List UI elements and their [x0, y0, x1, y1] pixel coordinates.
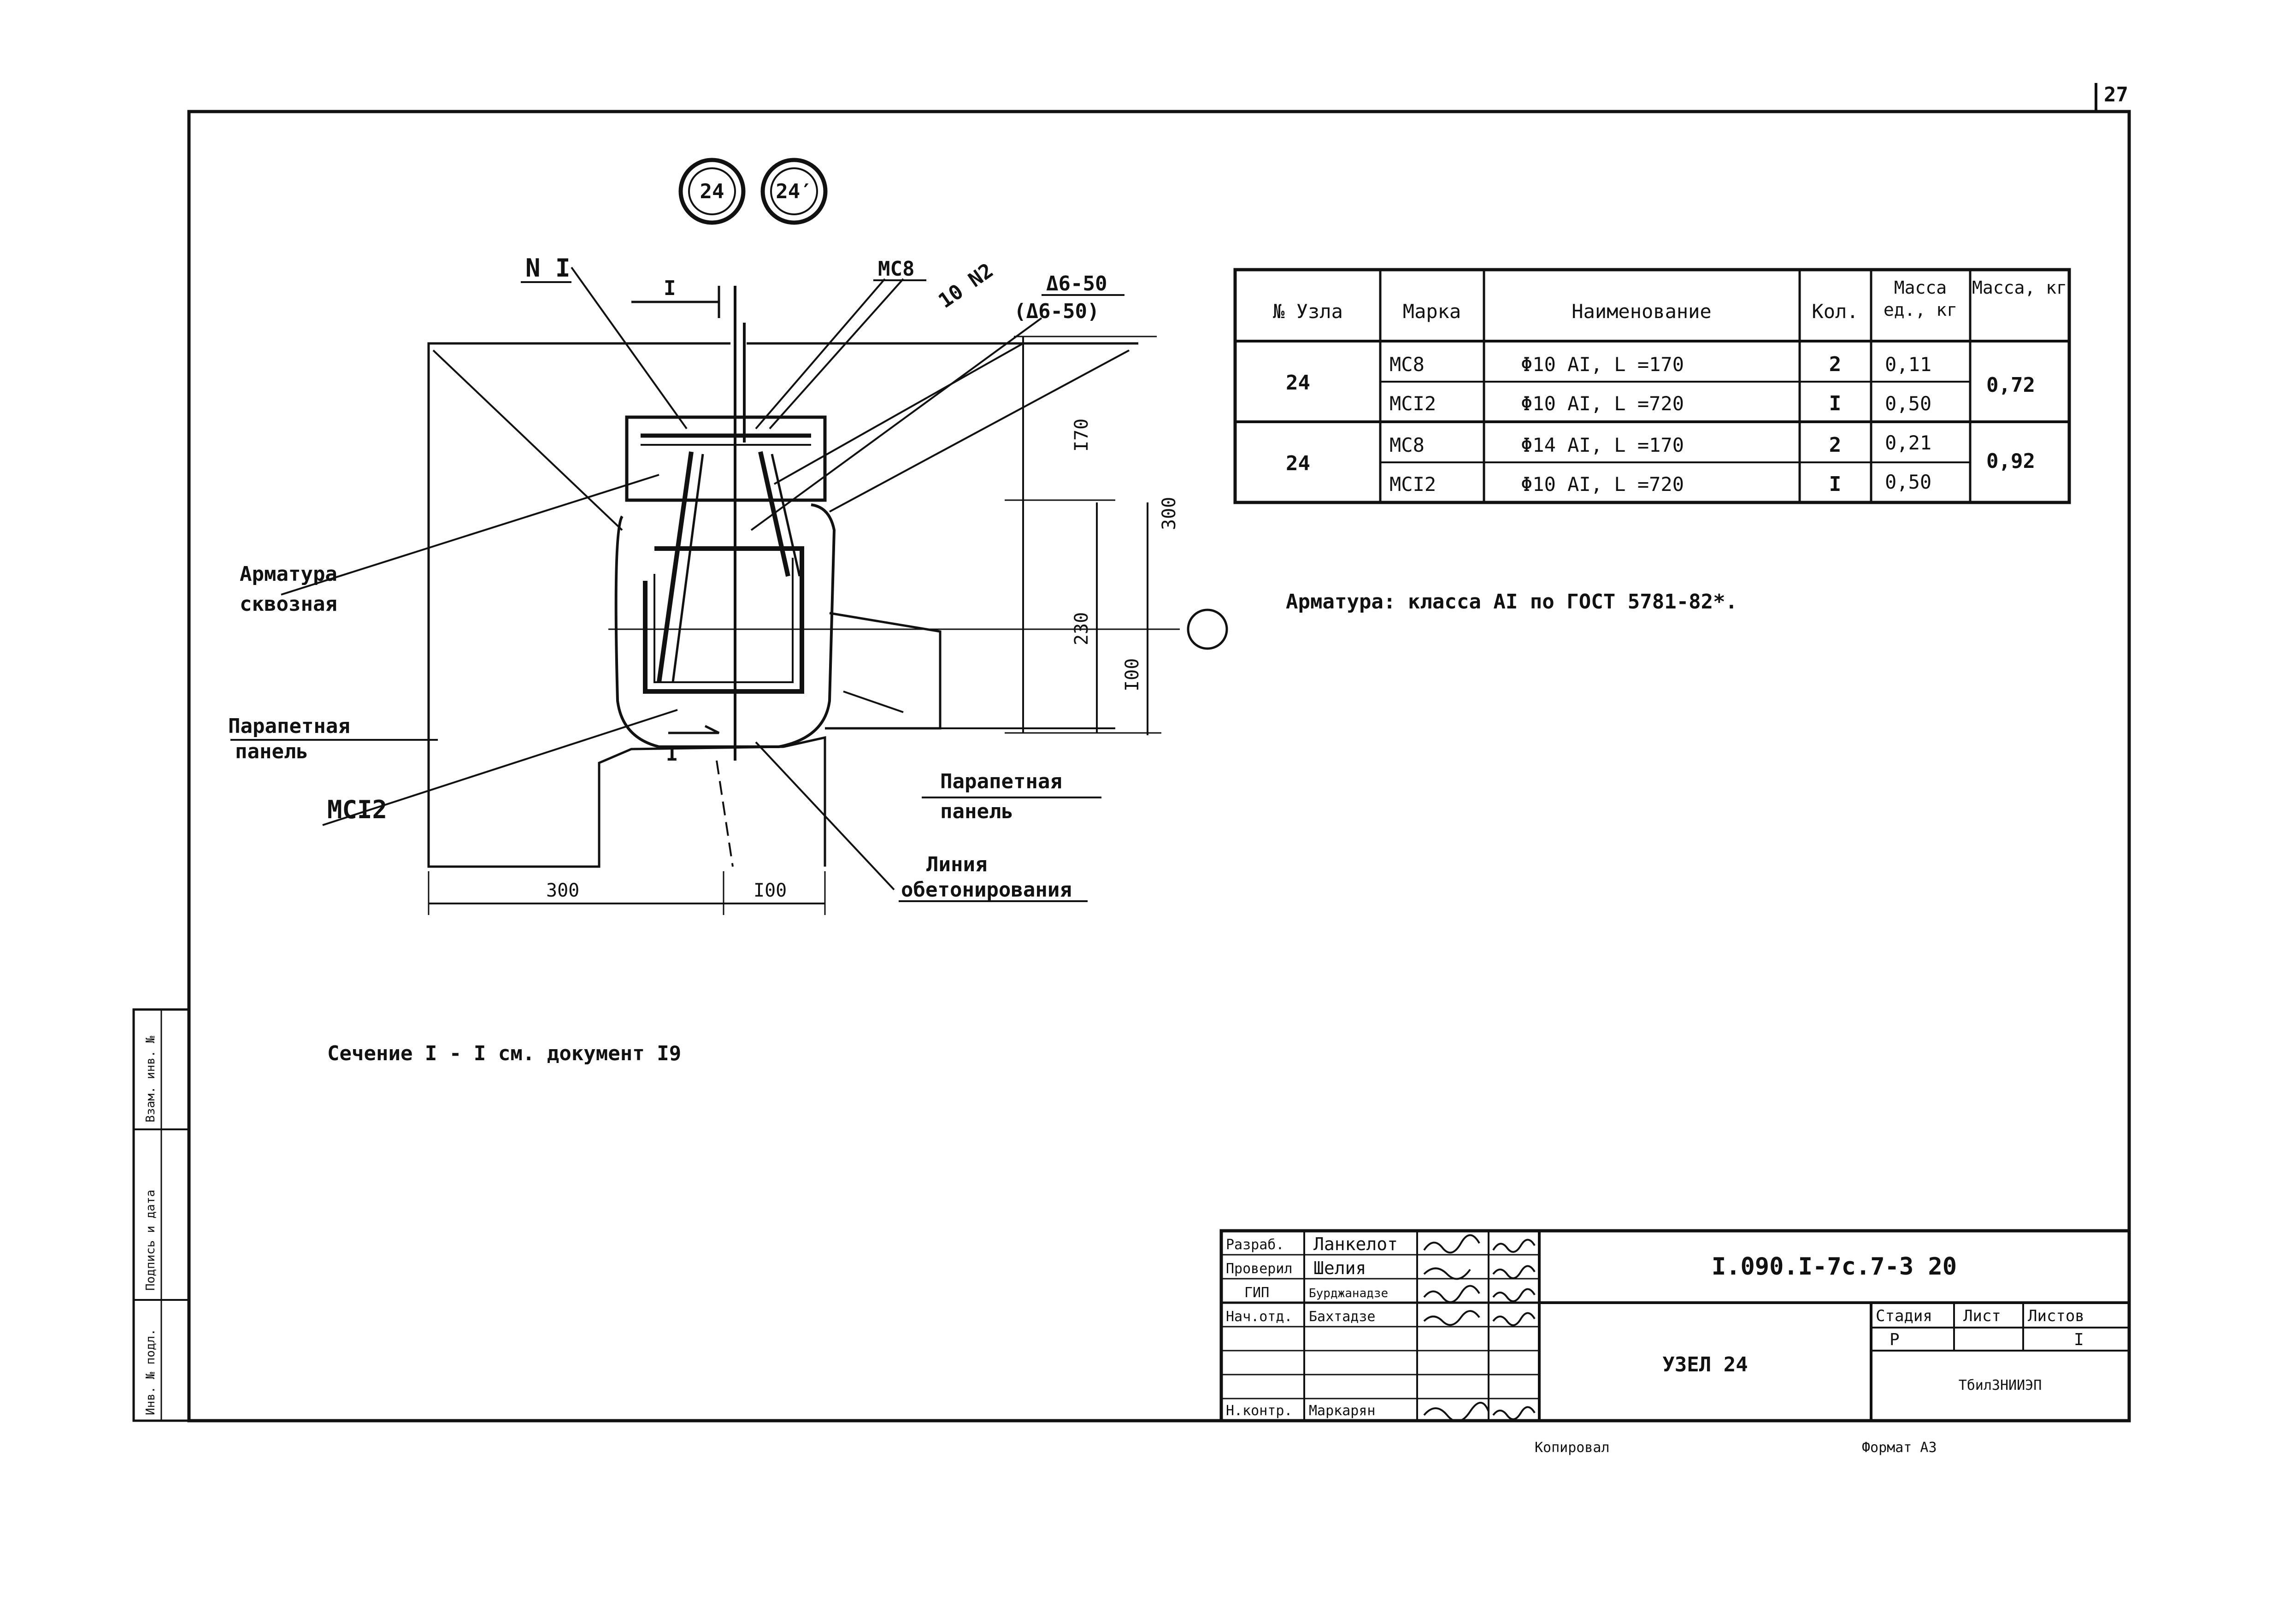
- sheet-number: 27: [2104, 83, 2128, 106]
- label-weld-2: (Δ6-50): [1014, 300, 1099, 323]
- cell-mark: MCI2: [1389, 473, 1436, 496]
- dim-300-h: 300: [546, 880, 579, 901]
- tb-stage: Р: [1890, 1330, 1900, 1349]
- cell-total: 0,72: [1986, 373, 2035, 397]
- detail-circle: [1187, 608, 1228, 650]
- concrete-body: [614, 503, 836, 748]
- cell-unit-mass: 0,21: [1885, 431, 1931, 454]
- side-stamp: Инв. № подл. Подпись и дата Взам. инв. №: [132, 1008, 190, 1422]
- tb-name: Бурджанадзе: [1309, 1287, 1388, 1300]
- tb-role: Н.контр.: [1226, 1403, 1293, 1419]
- note-armatura: Арматура: класса AI по ГОСТ 5781-82*.: [1286, 590, 1737, 614]
- tb-title: УЗЕЛ 24: [1662, 1353, 1748, 1376]
- cell-name: Φ10 AI, L =170: [1521, 353, 1684, 376]
- signatures: [1423, 1234, 1536, 1423]
- tb-role: Нач.отд.: [1226, 1309, 1293, 1325]
- label-n2: 10 N2: [934, 259, 998, 313]
- dim-170: I70: [1071, 419, 1092, 452]
- cell-unit-mass: 0,11: [1885, 353, 1931, 376]
- cell-mark: MCI2: [1389, 392, 1436, 415]
- label-concrete-1: Линия: [926, 853, 987, 876]
- label-armatura-2: сквозная: [240, 592, 337, 616]
- dim-230: 230: [1071, 612, 1092, 645]
- left-parapet-panel: [427, 342, 826, 868]
- cell-mark: MC8: [1389, 434, 1425, 456]
- dim-300: 300: [1159, 497, 1180, 530]
- tb-name: Маркарян: [1309, 1403, 1376, 1419]
- side-stamp-inv: Инв. № подл.: [144, 1328, 158, 1415]
- side-stamp-vzam: Взам. инв. №: [144, 1036, 158, 1122]
- cell-qty: 2: [1829, 433, 1842, 457]
- tb-name: Шелия: [1313, 1258, 1366, 1278]
- th-unit-mass: Масса ед., кг: [1883, 277, 1958, 320]
- tb-sheets-header: Листов: [2028, 1307, 2084, 1325]
- tb-code: I.090.I-7с.7-3 20: [1712, 1253, 1957, 1281]
- tb-role: Проверил: [1226, 1261, 1293, 1277]
- drawing-labels: N I I MC8 10 N2 Δ6-50 (Δ6-50) Арматура с…: [228, 254, 1180, 902]
- svg-text:24′: 24′: [776, 180, 812, 203]
- drawing-frame: [187, 110, 2131, 1423]
- label-weld-1: Δ6-50: [1046, 272, 1107, 295]
- cell-name: Φ14 AI, L =170: [1521, 434, 1684, 456]
- footer-format: Формат А3: [1862, 1440, 1937, 1456]
- th-total-mass: Масса, кг: [1972, 277, 2067, 298]
- tb-sheets: I: [2074, 1330, 2084, 1349]
- cell-qty: 2: [1829, 353, 1842, 376]
- cell-name: Φ10 AI, L =720: [1521, 392, 1684, 415]
- th-name: Наименование: [1572, 300, 1711, 323]
- dim-100-v: I00: [1122, 658, 1143, 691]
- spec-table: № Узла Марка Наименование Кол. Масса ед.…: [1233, 268, 2071, 504]
- title-block: Разраб. Проверил ГИП Нач.отд. Н.контр. Л…: [1219, 1229, 2131, 1423]
- th-node: № Узла: [1273, 300, 1343, 323]
- tb-org: ТбилЗНИИЭП: [1959, 1377, 2042, 1393]
- th-mark: Марка: [1403, 300, 1461, 323]
- label-mc12: MCI2: [327, 795, 387, 824]
- cell-node: 24: [1286, 371, 1310, 395]
- cell-qty: I: [1829, 392, 1842, 415]
- label-armatura-1: Арматура: [240, 562, 337, 586]
- cell-unit-mass: 0,50: [1885, 392, 1931, 415]
- svg-text:24: 24: [700, 180, 724, 203]
- tb-sheet-header: Лист: [1963, 1307, 2001, 1325]
- dim-100-h: I00: [754, 880, 787, 901]
- th-qty: Кол.: [1812, 300, 1858, 323]
- tb-role: ГИП: [1244, 1285, 1269, 1301]
- label-parapet-left-1: Парапетная: [228, 714, 350, 738]
- cell-unit-mass: 0,50: [1885, 471, 1931, 493]
- cell-node: 24: [1286, 452, 1310, 475]
- node-mark-24-prime: 24′: [760, 158, 828, 225]
- label-n1: N I: [525, 254, 571, 283]
- rebar-mc12: [643, 546, 804, 694]
- cell-qty: I: [1829, 472, 1842, 496]
- label-section-bottom: I: [666, 742, 678, 766]
- cell-name: Φ10 AI, L =720: [1521, 473, 1684, 496]
- label-section-top: I: [664, 277, 676, 300]
- node-mark-24: 24: [678, 158, 746, 225]
- label-parapet-right-2: панель: [940, 800, 1013, 823]
- side-stamp-sign: Подпись и дата: [144, 1190, 158, 1291]
- tb-name: Ланкелот: [1313, 1234, 1398, 1254]
- label-mc8: MC8: [878, 257, 914, 281]
- tb-stage-header: Стадия: [1876, 1307, 1932, 1325]
- tb-role: Разраб.: [1226, 1237, 1284, 1253]
- cell-mark: MC8: [1389, 353, 1425, 376]
- tb-name: Бахтадзе: [1309, 1309, 1376, 1325]
- footer-copied: Копировал: [1535, 1440, 1610, 1456]
- label-parapet-left-2: панель: [235, 740, 308, 763]
- label-concrete-2: обетонирования: [901, 878, 1072, 902]
- cell-total: 0,92: [1986, 449, 2035, 473]
- embedded-plate-mc8: [625, 415, 827, 502]
- label-parapet-right-1: Парапетная: [940, 770, 1062, 793]
- note-section: Сечение I - I см. документ I9: [327, 1042, 681, 1065]
- node-drawing: [230, 266, 1228, 915]
